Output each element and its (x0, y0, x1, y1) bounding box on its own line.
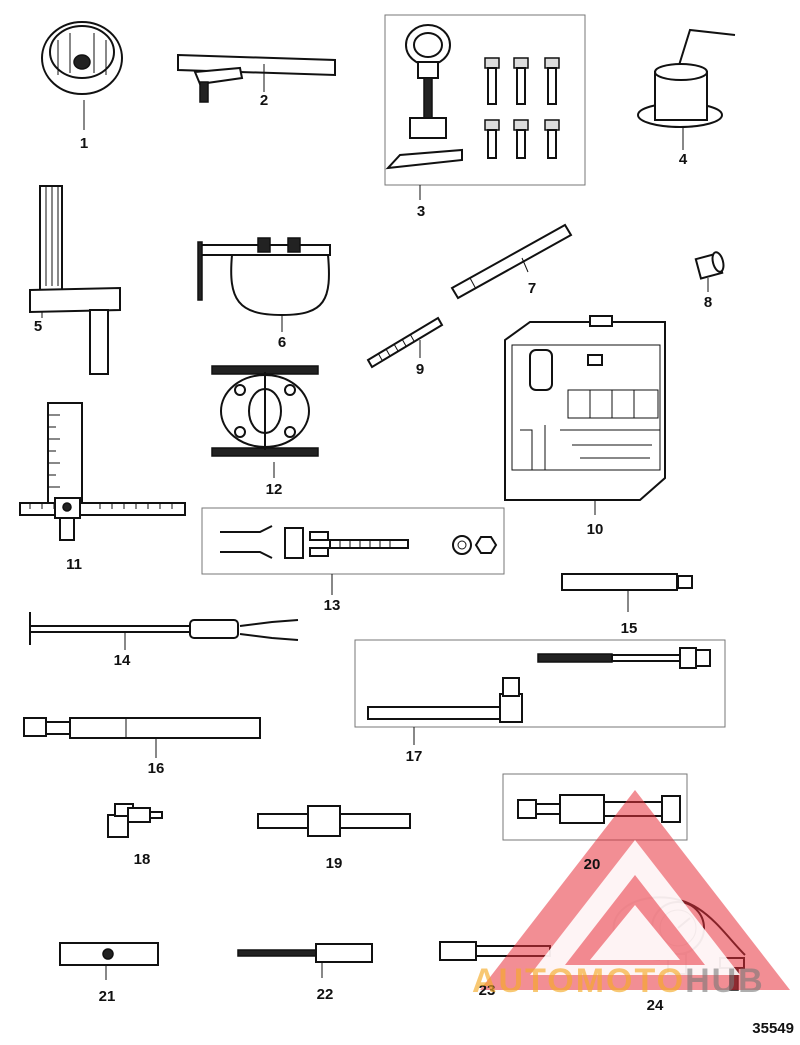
tool-9-threaded-rod (366, 316, 444, 369)
tool-16-shaft (23, 717, 261, 758)
tool-11-gauge-ruler (19, 402, 186, 541)
tool-17-driver-set (354, 639, 726, 745)
label-17: 17 (405, 748, 423, 765)
label-16: 16 (147, 760, 165, 777)
label-23: 23 (478, 982, 496, 999)
label-2: 2 (259, 92, 269, 109)
tool-6-c-clamp (197, 237, 331, 332)
label-14: 14 (113, 652, 131, 669)
watermark-part1: AUTOMOTO (472, 962, 686, 1000)
tool-8-sleeve (694, 251, 725, 292)
watermark-part2: HUB (685, 962, 765, 1000)
tool-22-punch (237, 943, 373, 978)
tool-19-driver-shaft (257, 805, 411, 837)
tool-13-puller-kit (201, 507, 505, 595)
label-3: 3 (416, 203, 426, 220)
label-4: 4 (678, 151, 688, 168)
label-7: 7 (527, 280, 537, 297)
label-20: 20 (583, 856, 601, 873)
figure-number: 35549 (752, 1020, 794, 1037)
label-6: 6 (277, 334, 287, 351)
tool-1-flywheel-holder (41, 21, 123, 130)
tool-18-plug (107, 803, 163, 838)
watermark-text: AUTOMOTOHUB (472, 962, 765, 1001)
label-15: 15 (620, 620, 638, 637)
tool-12-bearing-separator (211, 365, 319, 478)
tool-20-adapter (502, 773, 688, 841)
label-10: 10 (586, 521, 604, 538)
label-11: 11 (66, 556, 82, 573)
label-18: 18 (133, 851, 151, 868)
tool-5-shaft-tool (29, 185, 121, 375)
tool-14-slide-hammer (29, 612, 299, 650)
label-22: 22 (316, 986, 334, 1003)
label-24: 24 (646, 997, 664, 1014)
bolt-set (484, 57, 560, 159)
label-1: 1 (79, 135, 89, 152)
watermark-logo (480, 790, 790, 990)
label-8: 8 (703, 294, 713, 311)
tool-15-wrench (561, 573, 693, 612)
label-12: 12 (265, 481, 283, 498)
label-19: 19 (325, 855, 343, 872)
label-13: 13 (323, 597, 341, 614)
tool-3-lifting-kit (384, 14, 586, 200)
label-5: 5 (33, 318, 43, 335)
label-21: 21 (98, 988, 116, 1005)
tool-21-block (59, 942, 159, 980)
tool-4-cup-tool (637, 28, 736, 150)
tool-7-rod (450, 223, 573, 300)
tool-10-tool-case (504, 315, 666, 515)
tool-2-bracket (177, 53, 336, 103)
label-9: 9 (415, 361, 425, 378)
